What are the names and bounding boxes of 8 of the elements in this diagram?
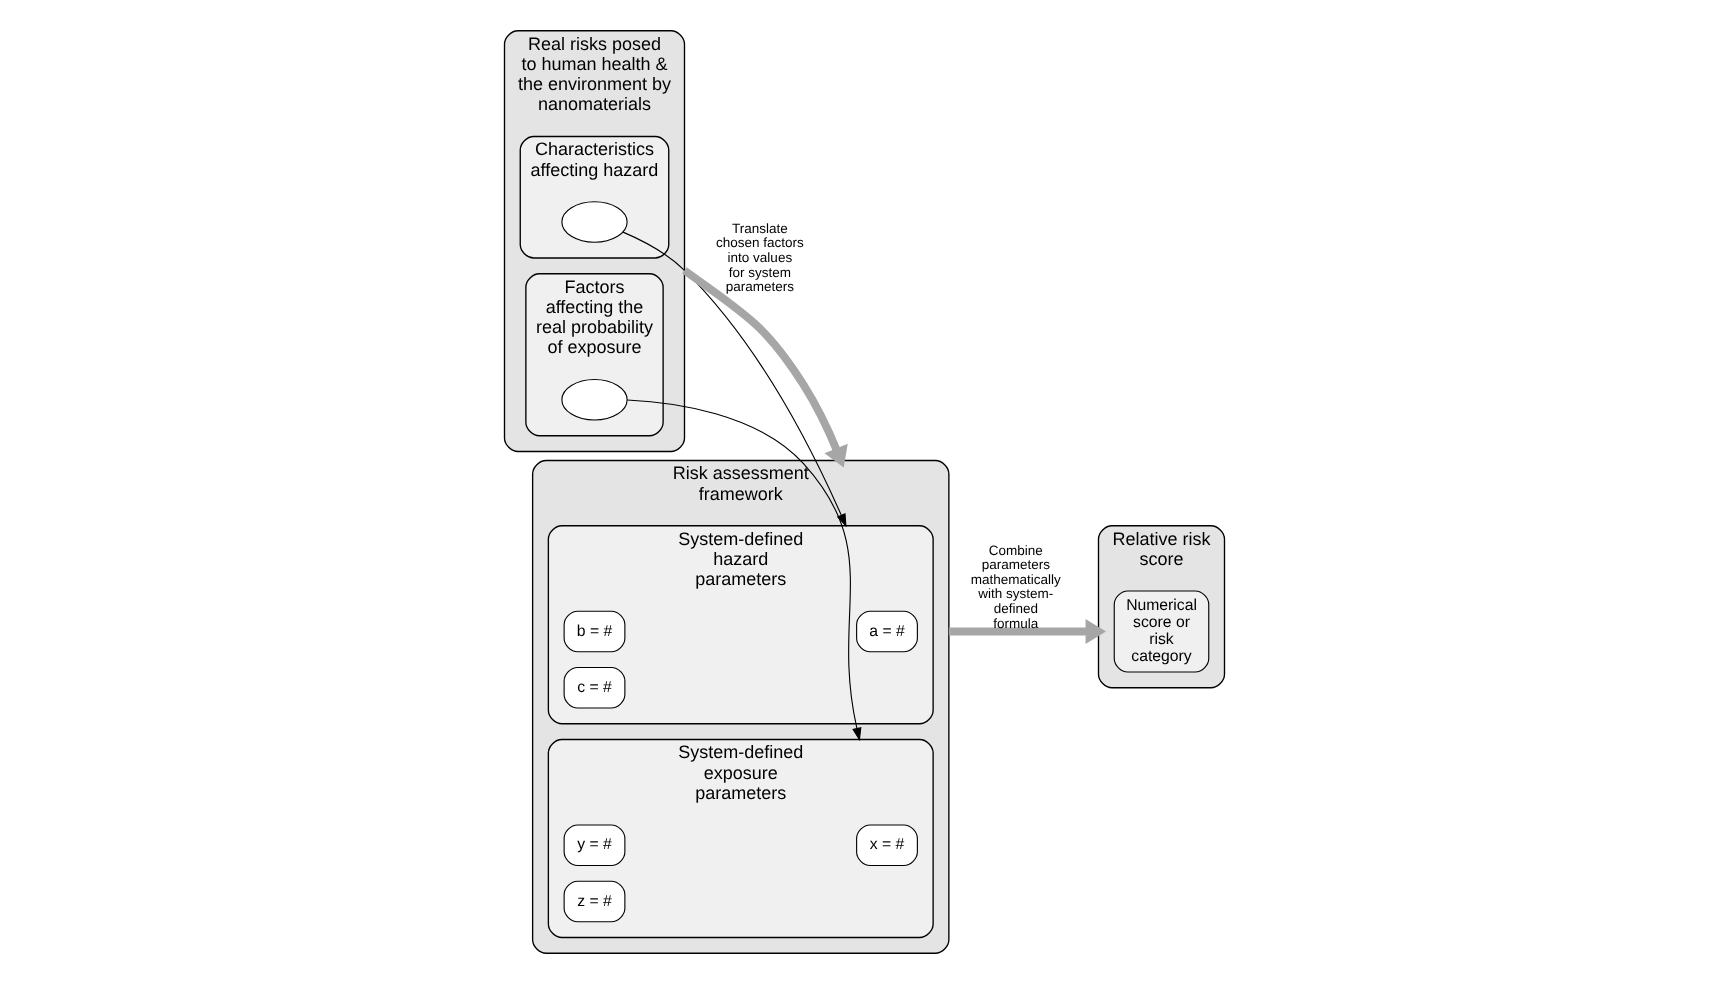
node-cloud: [560, 201, 627, 243]
arrow: [625, 399, 861, 742]
cluster: Characteristics affecting hazard: [518, 135, 669, 259]
arrow: [681, 267, 847, 468]
cluster: Factors affecting the real probability of exposure: [524, 273, 663, 437]
node-cloud: [560, 378, 627, 421]
arrow: [621, 231, 846, 528]
arrow: [947, 618, 1106, 645]
